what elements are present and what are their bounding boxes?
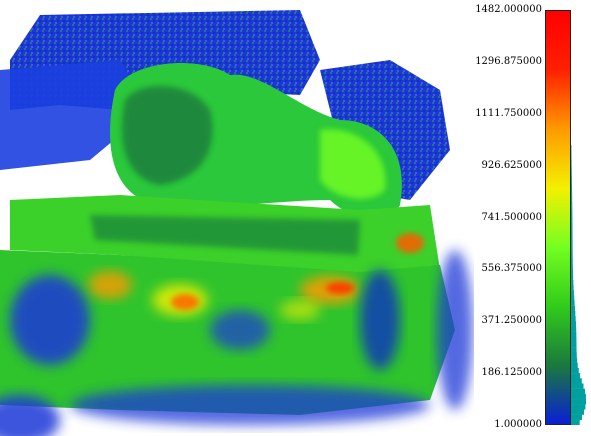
scalar-tick-label: 556.375000 [481,263,542,275]
histogram-bin [571,253,573,260]
histogram-bin [571,201,573,208]
histogram-bin [571,155,572,161]
histogram-bin [571,207,573,213]
histogram-bin [571,176,572,182]
histogram-bin [571,186,573,192]
color-ramp-gradient [546,11,570,424]
histogram-bin [571,222,573,229]
scalar-bar: 1482.000000 1296.875000 1111.750000 926.625… [474,0,591,436]
histogram-bin [571,404,586,410]
histogram-bin [571,217,573,223]
histogram-bin [571,165,572,172]
histogram-bin [571,414,582,421]
distribution-histogram-icon [571,144,586,425]
scalar-tick-label: 1482.000000 [475,4,542,15]
histogram-bin [571,367,579,374]
left-pillar [0,60,150,170]
lion-haunch [320,129,386,199]
histogram-bin [571,326,577,332]
histogram-bin [571,264,573,270]
histogram-bin [571,279,574,286]
histogram-bin [571,170,572,177]
histogram-bin [571,409,584,415]
histogram-bin [571,212,573,218]
color-ramp [545,10,571,425]
histogram-bin [571,160,572,166]
histogram-bin [571,196,573,203]
histogram-bin [571,357,578,363]
histogram-bin [571,352,577,358]
histogram-bin [571,316,576,322]
scalar-tick-label: 1111.750000 [475,107,542,119]
histogram-bin [571,393,586,400]
histogram-bin [571,373,581,379]
histogram-bin [571,399,586,405]
scalar-tick-label: 1.000000 [494,419,542,430]
histogram-bin [571,227,573,234]
histogram-bin [571,290,574,296]
scalar-tick-label: 926.625000 [481,159,542,171]
histogram-bin [571,321,576,327]
histogram-bin [571,259,573,265]
histogram-bin [571,378,582,384]
histogram-bin [571,331,577,338]
histogram-bin [571,248,573,255]
histogram-bin [571,419,580,425]
histogram-bin [571,238,573,244]
3d-viewport[interactable] [0,0,474,436]
histogram-bin [571,383,584,389]
slab-shadow [90,215,360,255]
scalar-tick-label: 1296.875000 [475,55,542,67]
histogram-bin [571,305,575,312]
histogram-bin [571,269,573,275]
histogram-bin [571,233,573,239]
histogram-bin [571,243,573,249]
histogram-bin [571,150,572,156]
histogram-bin [571,274,574,280]
histogram-bin [571,300,575,306]
scalar-tick-label: 186.125000 [481,367,542,379]
scalar-tick-label: 741.500000 [481,211,542,223]
histogram-bin [571,362,578,369]
histogram-bin [571,347,577,353]
histogram-bin [571,181,572,187]
histogram-bin [571,284,574,291]
histogram-bin [571,342,577,348]
histogram-bin [571,295,575,301]
histogram-bin [571,191,573,197]
histogram-bin [571,388,585,395]
histogram-bin [571,310,576,317]
point-cloud-render-icon[interactable] [0,0,474,436]
scalar-tick-label: 371.250000 [481,315,542,327]
histogram-bin [571,336,577,343]
lion-mane [121,86,213,185]
